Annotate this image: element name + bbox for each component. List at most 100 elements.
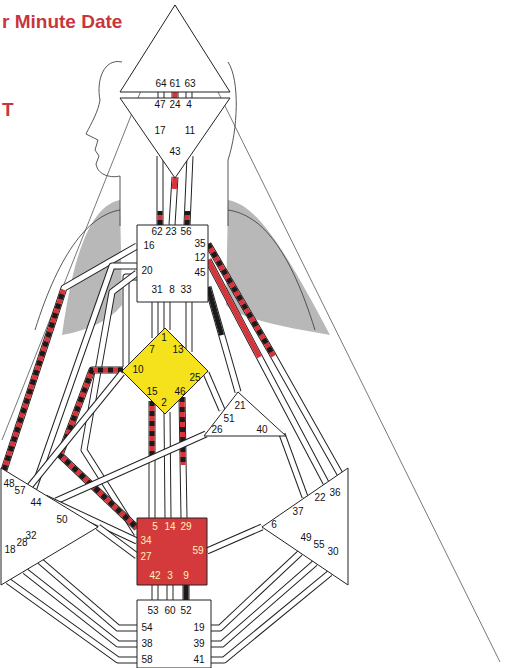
channel (155, 302, 156, 338)
gate-number: 50 (56, 515, 67, 525)
channel (189, 92, 190, 98)
gate-number: 12 (194, 253, 205, 263)
gate-number: 17 (154, 126, 165, 136)
channel (160, 156, 161, 225)
gate-number: 29 (180, 522, 191, 532)
gate-number: 19 (193, 623, 204, 633)
gate-number: 47 (154, 100, 165, 110)
gate-number: 64 (155, 79, 166, 89)
center-outline (1, 468, 98, 585)
gate-number: 53 (147, 606, 158, 616)
center-outline (137, 518, 207, 585)
channel (187, 156, 190, 225)
channel (126, 277, 137, 367)
gate-number: 18 (4, 545, 15, 555)
gate-number: 59 (192, 546, 203, 556)
gate-number: 57 (14, 486, 25, 496)
channel (186, 585, 187, 600)
heart-center: 215126 40 (204, 392, 286, 436)
gate-number: 2 (161, 398, 167, 408)
channel (211, 573, 330, 660)
silhouette (35, 62, 315, 330)
side-label: T (2, 100, 14, 119)
solar-plexus-center: 3622376495530 (262, 468, 348, 585)
channel (8, 581, 137, 660)
g-center: 1713102515462 (122, 328, 208, 414)
gate-number: 8 (169, 285, 175, 295)
channel (282, 434, 305, 497)
channel (30, 373, 122, 486)
center-outline (137, 225, 208, 302)
root-center: 536052541938395841 (137, 600, 211, 668)
gate-number: 63 (184, 79, 195, 89)
center-outline (204, 392, 286, 436)
gate-number: 41 (193, 655, 204, 665)
gate-number: 36 (329, 488, 340, 498)
gate-number: 10 (132, 365, 143, 375)
channel (170, 585, 171, 600)
gate-number: 43 (169, 147, 180, 157)
gate-number: 52 (180, 606, 191, 616)
gate-number: 40 (256, 425, 267, 435)
head-center: 6461 63 (120, 5, 230, 93)
shoulder-shade (226, 200, 330, 335)
gate-number: 44 (30, 498, 41, 508)
channel (167, 412, 168, 518)
gate-number: 51 (223, 414, 234, 424)
channel (172, 177, 175, 225)
gate-number: 7 (149, 345, 155, 355)
channel (206, 373, 222, 410)
channel (161, 92, 162, 98)
page-title: r Minute Date (2, 12, 122, 31)
gate-number: 14 (164, 522, 175, 532)
gate-number: 58 (141, 655, 152, 665)
gate-number: 16 (143, 241, 154, 251)
gate-number: 27 (140, 552, 151, 562)
gate-number: 23 (165, 227, 176, 237)
gate-number: 21 (234, 401, 245, 411)
gate-number: 28 (16, 538, 27, 548)
gate-number: 31 (151, 285, 162, 295)
channel (155, 585, 156, 600)
channel (175, 92, 176, 98)
center-outline (120, 98, 230, 178)
gate-number: 5 (152, 522, 158, 532)
gate-number: 3 (167, 571, 173, 581)
gate-number: 26 (211, 425, 222, 435)
channel (84, 273, 137, 534)
channel (208, 260, 326, 483)
gate-number: 42 (149, 571, 160, 581)
center-outline (122, 328, 208, 414)
channel (167, 302, 168, 330)
gate-number: 61 (169, 79, 180, 89)
aura-line (2, 5, 500, 662)
channel (98, 527, 137, 556)
gate-number: 25 (189, 373, 200, 383)
gate-number: 54 (141, 623, 152, 633)
center-outline (137, 600, 211, 668)
gate-number: 30 (327, 547, 338, 557)
sacral-center: 514293459274239 (137, 518, 207, 585)
spleen-center: 48574450322818 (1, 468, 98, 585)
gate-number: 13 (172, 345, 183, 355)
gate-number: 6 (271, 520, 277, 530)
channel (207, 527, 262, 551)
gate-number: 38 (141, 639, 152, 649)
gate-number: 9 (183, 571, 189, 581)
channel (208, 244, 340, 474)
gate-number: 46 (174, 387, 185, 397)
channel (182, 397, 184, 518)
center-shape (120, 98, 230, 178)
gate-number: 56 (180, 227, 191, 237)
gate-number: 22 (314, 493, 325, 503)
gate-number: 37 (292, 507, 303, 517)
channel (56, 434, 206, 501)
gate-number: 4 (186, 100, 192, 110)
gate-number: 33 (180, 285, 191, 295)
gate-number: 48 (3, 479, 14, 489)
throat-center: 622356163512204531833 (137, 225, 208, 302)
gate-number: 62 (151, 227, 162, 237)
gate-number: 35 (194, 239, 205, 249)
